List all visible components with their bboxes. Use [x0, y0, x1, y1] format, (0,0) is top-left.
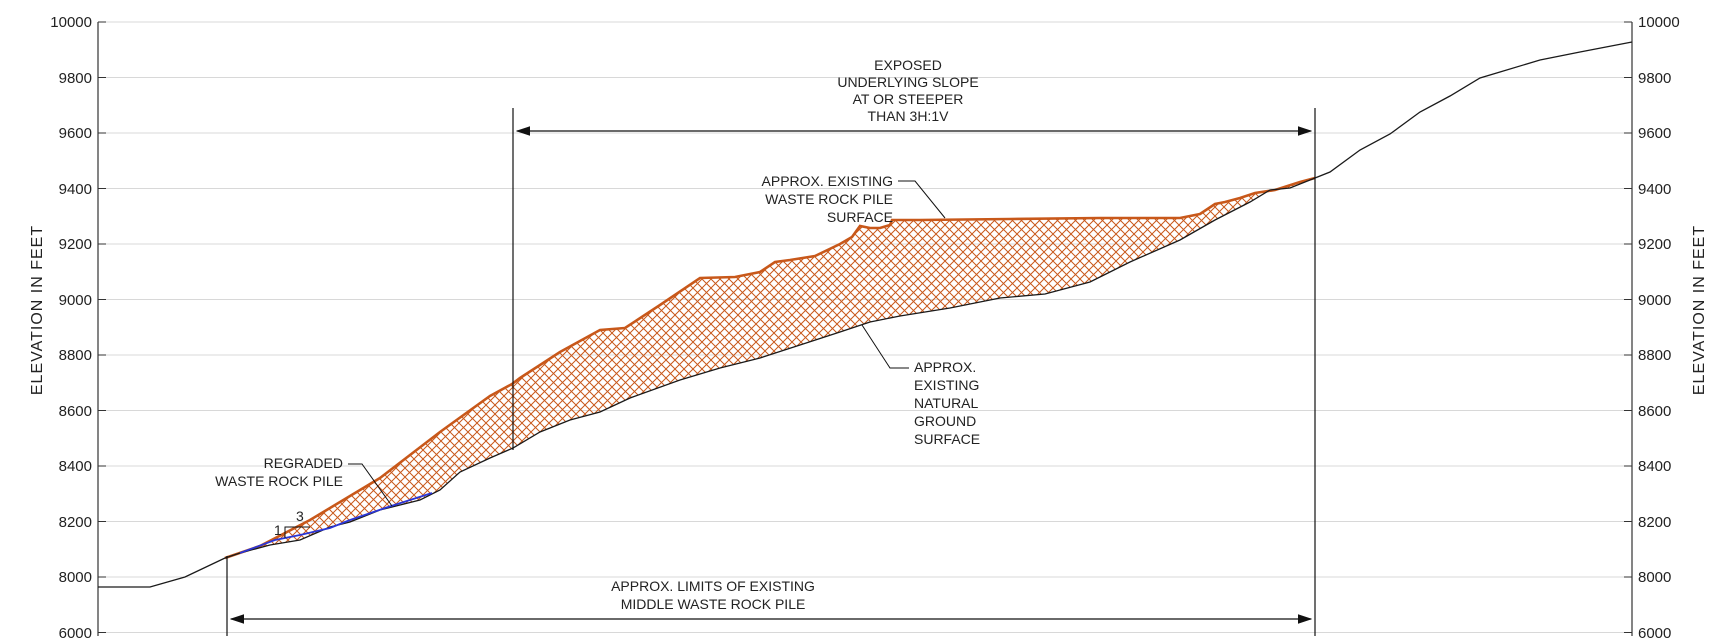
- natural-ground-note: APPROX. EXISTING NATURAL GROUND SURFACE: [914, 359, 980, 447]
- y-axis-title-left: ELEVATION IN FEET: [29, 225, 46, 395]
- svg-text:APPROX. LIMITS OF EXISTING: APPROX. LIMITS OF EXISTING: [611, 578, 815, 594]
- limits-note: APPROX. LIMITS OF EXISTING MIDDLE WASTE …: [611, 578, 815, 612]
- slope-rise-label: 1: [274, 522, 282, 538]
- svg-text:APPROX.: APPROX.: [914, 359, 976, 375]
- y-tick-left: 9200: [59, 236, 92, 253]
- y-tick-right: 8600: [1638, 403, 1671, 420]
- slope-ratio-symbol: 1 3: [274, 508, 310, 538]
- svg-text:WASTE ROCK PILE: WASTE ROCK PILE: [765, 191, 893, 207]
- svg-text:REGRADED: REGRADED: [264, 455, 343, 471]
- y-tick-right: 8800: [1638, 347, 1671, 364]
- exposed-slope-note: EXPOSED UNDERLYING SLOPE AT OR STEEPER T…: [837, 57, 978, 124]
- waste-rock-pile-area: [225, 178, 1315, 558]
- svg-text:EXPOSED: EXPOSED: [874, 57, 942, 73]
- svg-text:SURFACE: SURFACE: [827, 209, 893, 225]
- y-tick-right: 9200: [1638, 236, 1671, 253]
- y-tick-left: 9000: [59, 292, 92, 309]
- y-tick-right: 9800: [1638, 70, 1671, 87]
- y-tick-left: 8200: [59, 514, 92, 531]
- y-tick-right: 9600: [1638, 125, 1671, 142]
- y-tick-right: 8000: [1638, 569, 1671, 586]
- y-tick-left: 10000: [50, 14, 92, 31]
- y-tick-left: 9800: [59, 70, 92, 87]
- svg-text:GROUND: GROUND: [914, 413, 976, 429]
- y-axis-left: 10000 9800 9600 9400 9200 9000 8800 8600…: [50, 14, 92, 641]
- svg-text:WASTE ROCK PILE: WASTE ROCK PILE: [215, 473, 343, 489]
- existing-pile-leader: [898, 180, 946, 219]
- existing-pile-surface-note: APPROX. EXISTING WASTE ROCK PILE SURFACE: [762, 173, 893, 225]
- y-axis-right: 10000 9800 9600 9400 9200 9000 8800 8600…: [1638, 14, 1680, 641]
- y-tick-left: 9600: [59, 125, 92, 142]
- svg-text:APPROX. EXISTING: APPROX. EXISTING: [762, 173, 893, 189]
- svg-text:UNDERLYING SLOPE: UNDERLYING SLOPE: [837, 74, 978, 90]
- svg-text:EXISTING: EXISTING: [914, 377, 979, 393]
- y-tick-left: 8600: [59, 403, 92, 420]
- svg-text:NATURAL: NATURAL: [914, 395, 979, 411]
- y-tick-left: 6000: [59, 625, 92, 641]
- regraded-pile-line: [239, 492, 433, 554]
- existing-pile-surface-line: [224, 176, 1316, 560]
- regraded-pile-note: REGRADED WASTE ROCK PILE: [215, 455, 343, 489]
- svg-text:MIDDLE WASTE ROCK PILE: MIDDLE WASTE ROCK PILE: [621, 596, 806, 612]
- y-tick-left: 8400: [59, 458, 92, 475]
- y-tick-right: 8400: [1638, 458, 1671, 475]
- y-tick-right: 9000: [1638, 292, 1671, 309]
- svg-text:THAN 3H:1V: THAN 3H:1V: [868, 108, 950, 124]
- natural-ground-line: [98, 41, 1633, 588]
- slope-run-label: 3: [296, 508, 304, 524]
- y-tick-left: 8800: [59, 347, 92, 364]
- y-tick-right: 6000: [1638, 625, 1671, 641]
- natural-ground-leader: [861, 324, 909, 369]
- svg-text:AT OR STEEPER: AT OR STEEPER: [853, 91, 964, 107]
- y-axis-title-right: ELEVATION IN FEET: [1691, 225, 1708, 395]
- svg-text:SURFACE: SURFACE: [914, 431, 980, 447]
- y-tick-right: 9400: [1638, 181, 1671, 198]
- y-tick-left: 8000: [59, 569, 92, 586]
- y-tick-left: 9400: [59, 181, 92, 198]
- y-tick-right: 8200: [1638, 514, 1671, 531]
- regraded-pile-leader: [348, 463, 393, 507]
- y-tick-right: 10000: [1638, 14, 1680, 31]
